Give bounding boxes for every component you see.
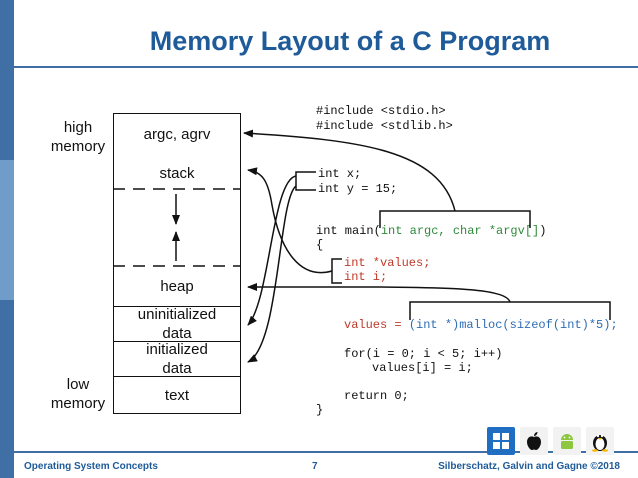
code-malloc-line: values = (int *)malloc(sizeof(int)*5); [344,318,618,332]
high-memory-label: high memory [50,119,106,155]
global-x-arrow [247,175,297,326]
segment-uninit: uninitialized data [113,306,241,342]
globals-bracket [295,171,316,191]
footer-divider [14,451,638,453]
low-memory-label: low memory [50,376,106,412]
apple-icon [520,427,548,455]
code-for-line: for(i = 0; i < 5; i++) [344,347,503,361]
code-main-signature: int main(int argc, char *argv[]) [316,224,547,238]
linux-icon [586,427,614,455]
footer-copyright: Silberschatz, Galvin and Gagne ©2018 [438,461,620,472]
segment-argc-label: argc, agrv [143,125,211,143]
params-to-argc-arrow [243,129,456,212]
left-accent-bar [0,0,14,478]
code-include-stdio: #include <stdio.h> [316,104,446,118]
segment-init: initialized data [113,341,241,377]
android-icon [553,427,581,455]
segment-text-label: text [164,386,190,404]
segment-text: text [113,376,241,414]
segment-init-label: initialized data [146,341,208,377]
code-values-lhs: values = [344,318,409,332]
global-y-arrow [247,185,297,363]
code-malloc-call: (int *)malloc(sizeof(int)*5); [408,318,618,332]
segment-heap-label: heap [160,278,194,295]
code-i-decl: int i; [344,270,388,284]
segment-stack-label: stack [159,165,195,182]
code-int-y: int y = 15; [318,182,398,196]
segment-stack-heap [113,154,241,307]
page-title: Memory Layout of a C Program [149,26,551,56]
code-assign-line: values[i] = i; [372,361,473,375]
footer-page-number: 7 [312,461,318,472]
malloc-bracket [409,301,611,320]
code-include-stdlib: #include <stdlib.h> [316,119,453,133]
locals-bracket [331,258,342,284]
title-divider [14,66,638,68]
footer-course-title: Operating System Concepts [24,461,158,472]
params-bracket [379,210,531,228]
code-open-brace: { [316,238,324,252]
segment-uninit-label: uninitialized data [137,306,217,342]
locals-to-stack-arrow [247,167,333,274]
windows-icon [487,427,515,455]
code-close-brace: } [316,403,324,417]
malloc-to-heap-arrow [247,282,511,303]
code-return-line: return 0; [344,389,409,403]
code-int-x: int x; [318,167,362,181]
code-values-decl: int *values; [344,256,431,270]
code-main-params: int argc, char *argv[] [380,224,540,238]
